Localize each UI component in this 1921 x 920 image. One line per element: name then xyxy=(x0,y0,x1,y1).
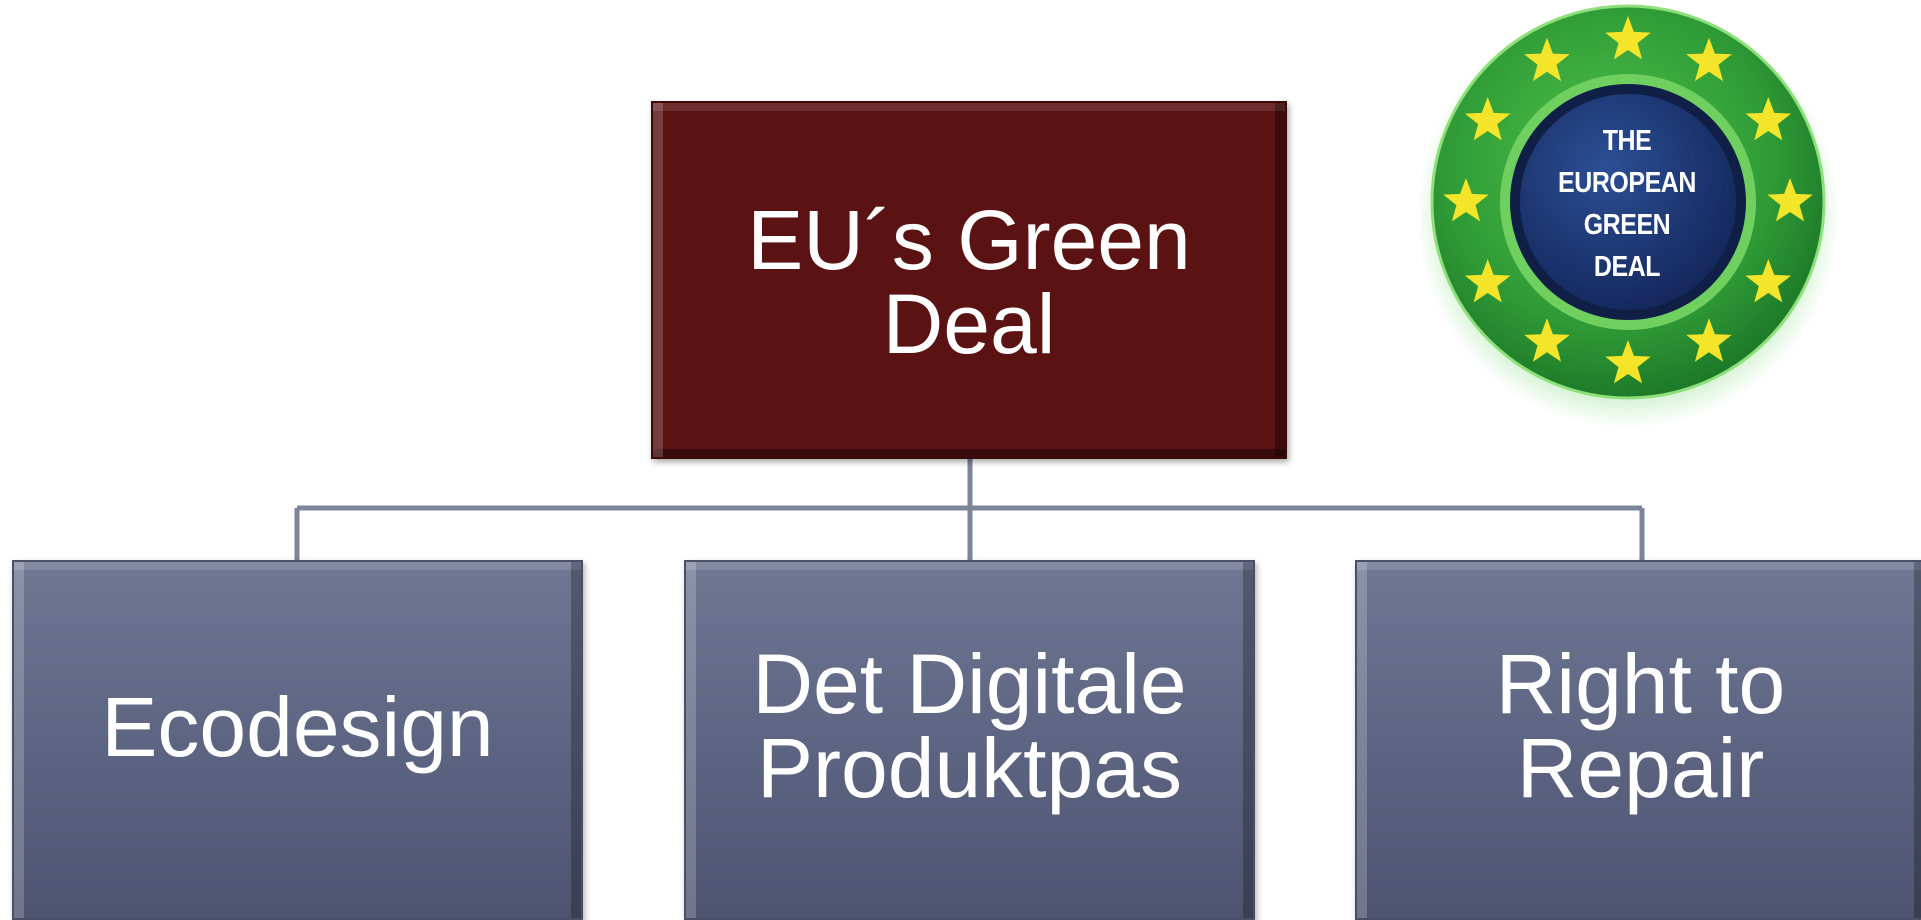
star-icon xyxy=(1745,259,1792,303)
star-icon xyxy=(1464,259,1511,303)
star-icon xyxy=(1745,97,1792,141)
star-icon xyxy=(1686,318,1732,362)
star-icon xyxy=(1443,178,1489,222)
child-node-label: Det Digitale Produktpas xyxy=(752,637,1187,815)
star-icon xyxy=(1767,178,1813,222)
star-icon xyxy=(1605,340,1651,384)
star-icon xyxy=(1524,318,1570,362)
badge-text: THE EUROPEAN GREEN DEAL xyxy=(1558,125,1696,283)
child-node-label: Ecodesign xyxy=(101,680,494,774)
child-node-digital-product-passport: Det Digitale Produktpas xyxy=(684,560,1255,920)
european-green-deal-seal-icon xyxy=(1416,0,1840,440)
star-icon xyxy=(1464,97,1511,141)
child-node-label: Right to Repair xyxy=(1495,637,1786,815)
child-node-ecodesign: Ecodesign xyxy=(12,560,583,920)
star-icon xyxy=(1605,16,1651,60)
root-node-label: EU´s Green Deal xyxy=(747,193,1191,371)
star-icon xyxy=(1686,37,1732,82)
root-node: EU´s Green Deal xyxy=(651,101,1287,459)
child-node-right-to-repair: Right to Repair xyxy=(1355,560,1921,920)
star-icon xyxy=(1524,37,1570,82)
